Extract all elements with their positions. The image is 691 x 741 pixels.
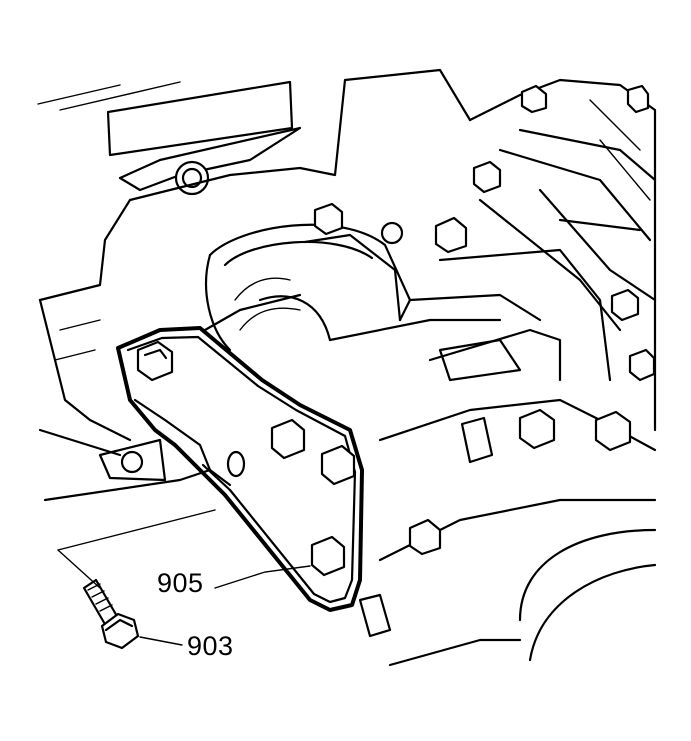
transmission-housing xyxy=(378,78,657,667)
mount-bracket-905 xyxy=(116,293,364,612)
callout-903: 903 xyxy=(187,631,234,661)
bolt-heads xyxy=(136,84,656,638)
leader-lines xyxy=(57,509,311,646)
mount-cylinder xyxy=(204,221,542,382)
engine-block-outline xyxy=(37,68,472,502)
callout-905: 905 xyxy=(157,568,204,598)
bolt-903 xyxy=(82,578,140,650)
